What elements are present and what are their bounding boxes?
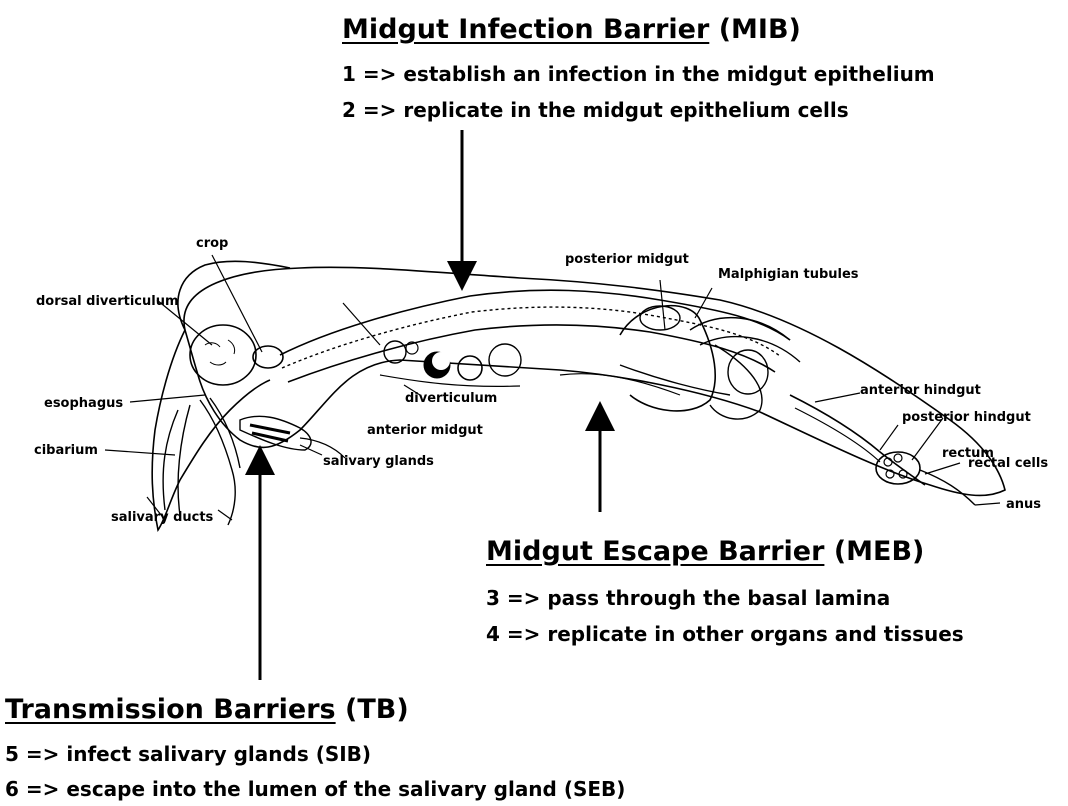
meb-step-3: 3 => pass through the basal lamina: [486, 586, 890, 610]
label-rectal-cells: rectal cells: [968, 456, 1048, 471]
head-mouthparts: [152, 330, 270, 530]
label-posterior-midgut: posterior midgut: [565, 252, 689, 267]
tb-heading: Transmission Barriers (TB): [5, 694, 409, 726]
meb-heading: Midgut Escape Barrier (MEB): [486, 536, 924, 568]
label-dorsal-diverticulum: dorsal diverticulum: [36, 294, 179, 309]
dorsal-diverticulum-shape: [190, 325, 256, 385]
salivary-ducts-shape: [200, 398, 240, 525]
hindgut-shape: [790, 395, 925, 485]
meb-abbr: (MEB): [834, 536, 925, 567]
midgut-epithelium-bottom: [288, 325, 775, 382]
tb-step-6: 6 => escape into the lumen of the saliva…: [5, 777, 625, 801]
tb-abbr: (TB): [345, 694, 409, 725]
label-salivary-glands: salivary glands: [323, 454, 434, 469]
label-posterior-hindgut: posterior hindgut: [902, 410, 1031, 425]
body-outline: [184, 267, 1005, 495]
label-esophagus: esophagus: [44, 396, 123, 411]
posterior-midgut-shape: [620, 306, 715, 411]
label-cibarium: cibarium: [34, 443, 98, 458]
crop-shape: [253, 346, 283, 368]
label-anterior-midgut: anterior midgut: [367, 423, 483, 438]
mib-step-1: 1 => establish an infection in the midgu…: [342, 62, 935, 86]
mib-name: Midgut Infection Barrier: [342, 14, 709, 45]
label-anterior-hindgut: anterior hindgut: [860, 383, 981, 398]
meb-name: Midgut Escape Barrier: [486, 536, 824, 567]
label-salivary-ducts: salivary ducts: [111, 510, 213, 525]
mib-step-2: 2 => replicate in the midgut epithelium …: [342, 98, 849, 122]
label-malphigian-tubules: Malphigian tubules: [718, 267, 859, 282]
label-anus: anus: [1006, 497, 1041, 512]
tb-step-5: 5 => infect salivary glands (SIB): [5, 742, 371, 766]
meb-step-4: 4 => replicate in other organs and tissu…: [486, 622, 964, 646]
label-crop: crop: [196, 236, 228, 251]
mib-abbr: (MIB): [719, 14, 801, 45]
mib-heading: Midgut Infection Barrier (MIB): [342, 14, 801, 46]
tb-name: Transmission Barriers: [5, 694, 336, 725]
label-diverticulum: diverticulum: [405, 391, 497, 406]
